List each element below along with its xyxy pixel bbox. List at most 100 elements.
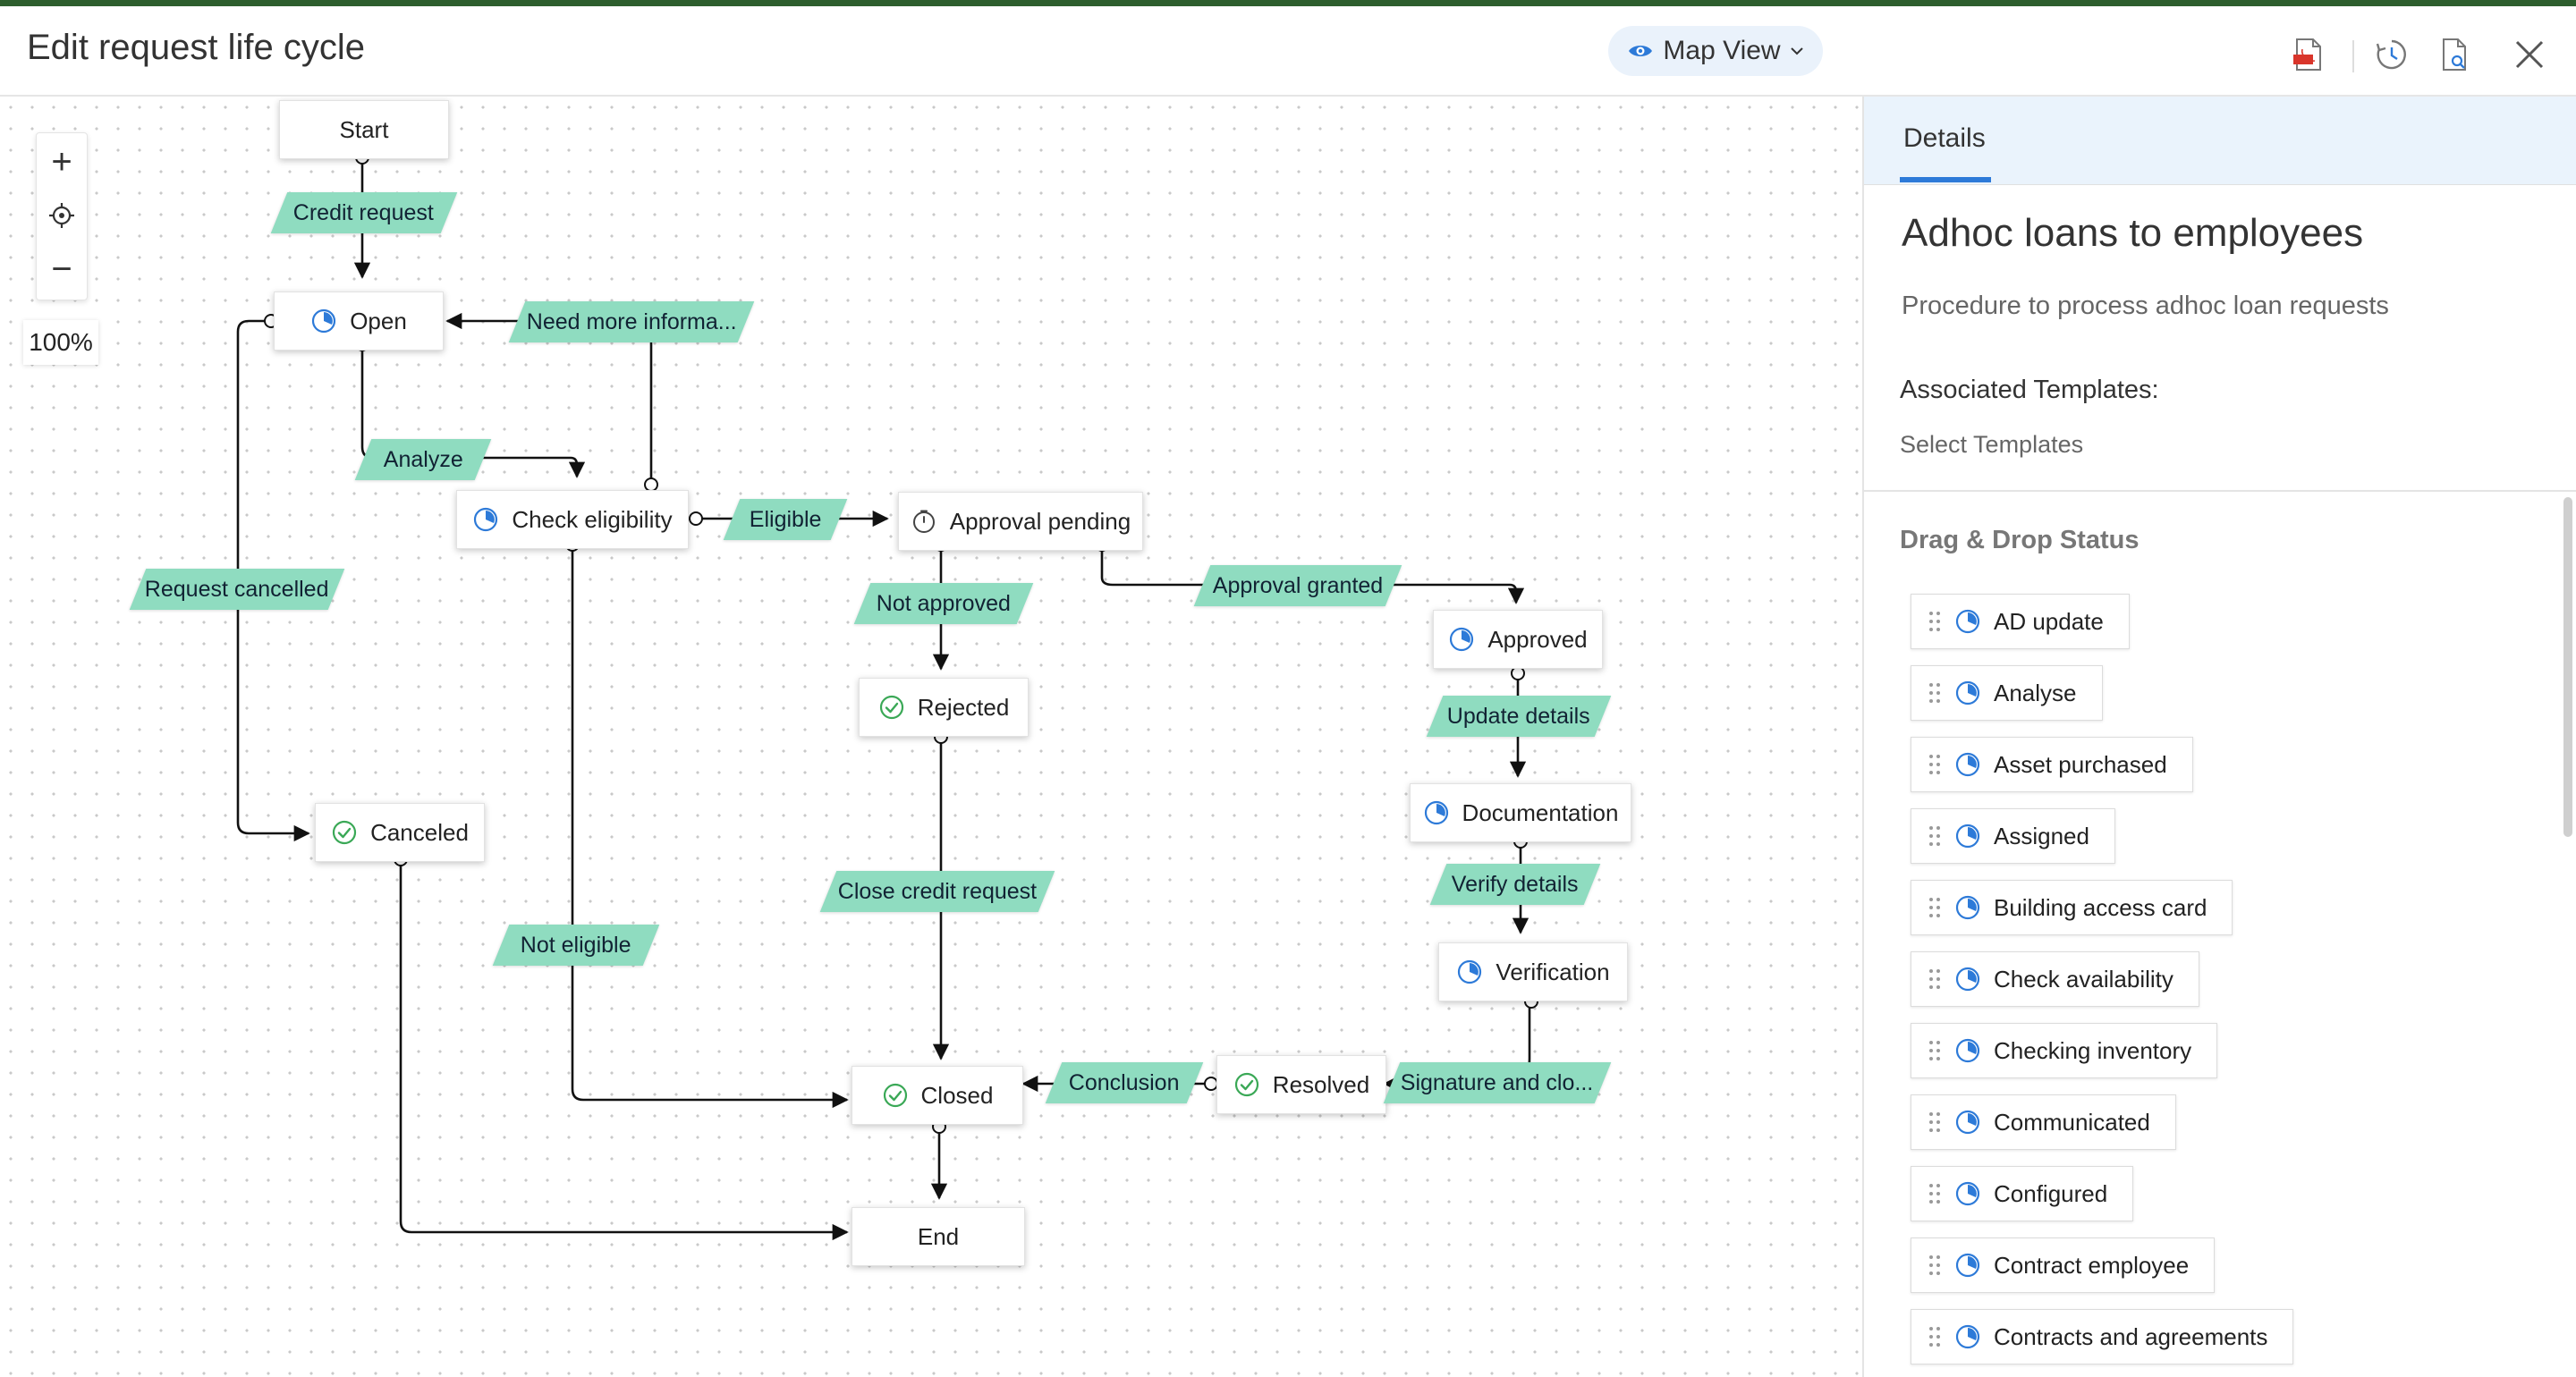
node-label: Rejected: [917, 693, 1010, 721]
panel-scrollbar[interactable]: [2563, 497, 2572, 837]
select-templates-link[interactable]: Select Templates: [1900, 431, 2084, 458]
transition-conclusion[interactable]: Conclusion: [1045, 1062, 1204, 1103]
recenter-button[interactable]: [37, 190, 87, 241]
close-icon[interactable]: [2512, 37, 2547, 72]
transition-request-cancelled[interactable]: Request cancelled: [129, 569, 345, 610]
transition-close-credit-request[interactable]: Close credit request: [819, 871, 1055, 912]
node-end[interactable]: End: [852, 1207, 1025, 1266]
drag-handle-icon[interactable]: [1928, 752, 1942, 777]
timer-icon: [911, 508, 937, 535]
node-label: Canceled: [370, 818, 469, 846]
drag-handle-icon[interactable]: [1928, 1110, 1942, 1135]
drag-handle-icon[interactable]: [1928, 1181, 1942, 1206]
drag-drop-heading: Drag & Drop Status: [1900, 526, 2140, 554]
history-icon[interactable]: [2374, 37, 2410, 72]
in-progress-icon: [1954, 751, 1981, 778]
status-item[interactable]: Building access card: [1911, 880, 2233, 935]
in-progress-icon: [1954, 680, 1981, 706]
check-circle-icon: [1233, 1071, 1260, 1098]
transition-analyze[interactable]: Analyze: [354, 439, 492, 480]
panel-divider: [1864, 490, 2576, 492]
drag-handle-icon[interactable]: [1928, 609, 1942, 634]
node-label: Open: [350, 307, 407, 334]
in-progress-icon: [1954, 1180, 1981, 1207]
node-label: Verification: [1496, 958, 1610, 985]
details-panel: Details Adhoc loans to employees Procedu…: [1862, 97, 2576, 1377]
chevron-down-icon: [1790, 47, 1803, 55]
zoom-controls: + −: [36, 132, 88, 300]
drag-handle-icon[interactable]: [1928, 967, 1942, 992]
transition-credit-request[interactable]: Credit request: [270, 192, 458, 233]
in-progress-icon: [1954, 894, 1981, 921]
node-check-eligibility[interactable]: Check eligibility: [456, 490, 689, 549]
node-label: Start: [339, 115, 389, 143]
in-progress-icon: [472, 506, 499, 533]
document-search-icon[interactable]: [2436, 37, 2472, 72]
pdf-icon[interactable]: [2290, 37, 2326, 72]
node-closed[interactable]: Closed: [852, 1066, 1023, 1125]
transition-need-more-info[interactable]: Need more informa...: [508, 301, 755, 342]
node-label: Approved: [1487, 625, 1588, 653]
drag-handle-icon[interactable]: [1928, 680, 1942, 705]
drag-handle-icon[interactable]: [1928, 824, 1942, 849]
transition-verify-details[interactable]: Verify details: [1429, 864, 1601, 905]
status-item[interactable]: Configured: [1911, 1166, 2134, 1221]
map-view-label: Map View: [1663, 36, 1781, 65]
node-approval-pending[interactable]: Approval pending: [898, 492, 1143, 551]
node-approved[interactable]: Approved: [1433, 610, 1603, 669]
node-rejected[interactable]: Rejected: [859, 678, 1029, 737]
drag-handle-icon[interactable]: [1928, 1038, 1942, 1063]
header: Edit request life cycle Map View: [0, 6, 2576, 97]
drag-handle-icon[interactable]: [1928, 1324, 1942, 1349]
workflow-edges: [236, 150, 1538, 1241]
transition-not-approved[interactable]: Not approved: [853, 583, 1034, 624]
status-item[interactable]: Analyse: [1911, 665, 2103, 721]
in-progress-icon: [1954, 1037, 1981, 1064]
associated-templates-label: Associated Templates:: [1900, 376, 2159, 404]
check-circle-icon: [878, 694, 905, 721]
zoom-in-button[interactable]: +: [51, 141, 72, 182]
in-progress-icon: [1954, 1252, 1981, 1279]
transition-approval-granted[interactable]: Approval granted: [1193, 565, 1402, 606]
in-progress-icon: [1954, 1323, 1981, 1350]
header-separator: [2352, 40, 2354, 72]
panel-tab-bar: Details: [1864, 97, 2576, 185]
in-progress-icon: [1954, 608, 1981, 635]
tab-details[interactable]: Details: [1903, 123, 1986, 153]
map-view-dropdown[interactable]: Map View: [1608, 26, 1823, 76]
node-open[interactable]: Open: [274, 291, 444, 351]
transition-update-details[interactable]: Update details: [1426, 696, 1612, 737]
in-progress-icon: [310, 308, 337, 334]
workflow-description: Procedure to process adhoc loan requests: [1902, 291, 2389, 320]
node-resolved[interactable]: Resolved: [1216, 1055, 1386, 1114]
workflow-canvas[interactable]: + − 100% Start Open Check eligibility Ap…: [0, 97, 1860, 1377]
in-progress-icon: [1456, 959, 1483, 985]
node-documentation[interactable]: Documentation: [1410, 783, 1631, 842]
transition-not-eligible[interactable]: Not eligible: [492, 925, 660, 966]
status-item[interactable]: Communicated: [1911, 1094, 2176, 1150]
transition-signature-and-close[interactable]: Signature and clo...: [1383, 1062, 1612, 1103]
status-item[interactable]: Check availability: [1911, 951, 2199, 1007]
status-item[interactable]: Contract employee: [1911, 1238, 2216, 1293]
page-title: Edit request life cycle: [27, 28, 365, 67]
node-label: Documentation: [1462, 798, 1619, 826]
node-label: Closed: [920, 1081, 994, 1109]
status-item[interactable]: Assigned: [1911, 808, 2115, 864]
status-item[interactable]: AD update: [1911, 594, 2130, 649]
active-tab-indicator: [1900, 177, 1991, 182]
node-start[interactable]: Start: [279, 100, 449, 159]
status-item[interactable]: Asset purchased: [1911, 737, 2193, 792]
transition-eligible[interactable]: Eligible: [723, 499, 848, 540]
drag-handle-icon[interactable]: [1928, 1253, 1942, 1278]
drag-handle-icon[interactable]: [1928, 895, 1942, 920]
node-label: Approval pending: [949, 507, 1131, 535]
zoom-out-button[interactable]: −: [51, 249, 72, 289]
check-circle-icon: [331, 819, 358, 846]
top-accent-bar: [0, 0, 2576, 6]
node-verification[interactable]: Verification: [1438, 942, 1628, 1001]
node-canceled[interactable]: Canceled: [315, 803, 485, 862]
eye-icon: [1629, 46, 1653, 56]
status-item[interactable]: Checking inventory: [1911, 1023, 2218, 1078]
status-item[interactable]: Contracts and agreements: [1911, 1309, 2294, 1364]
in-progress-icon: [1954, 1109, 1981, 1136]
